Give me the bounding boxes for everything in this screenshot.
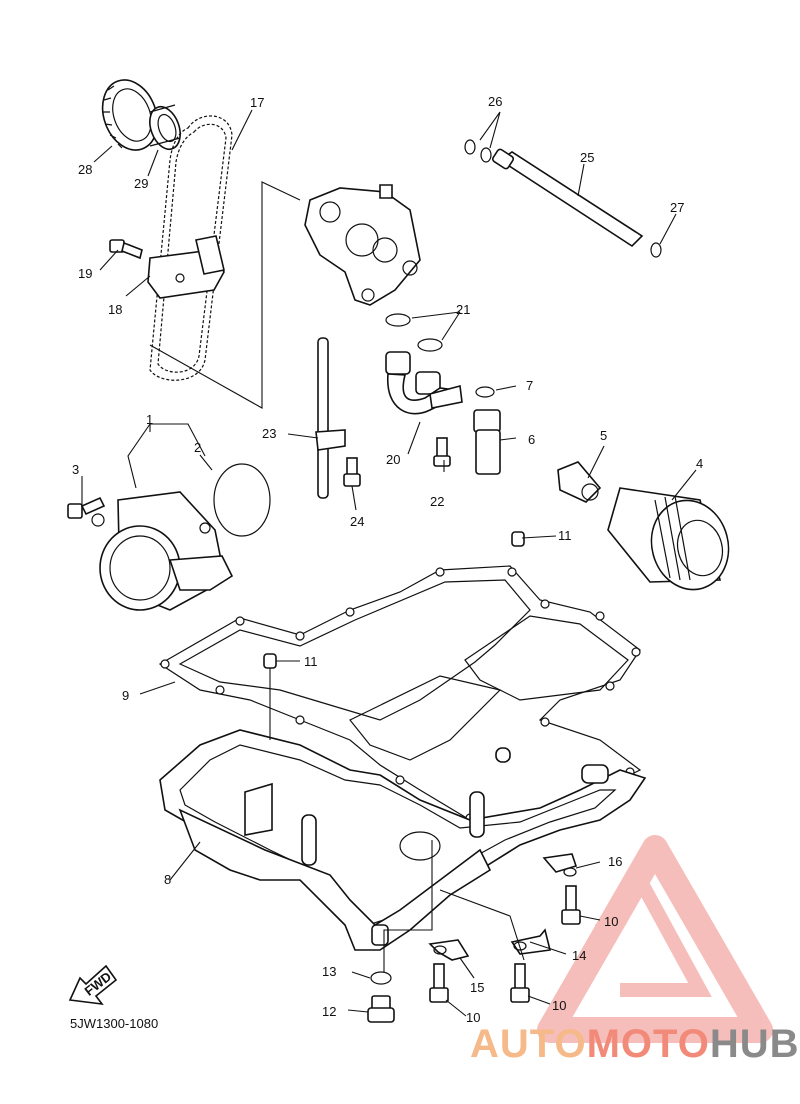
label-11b: 11 <box>304 654 318 669</box>
oil-cooler-1 <box>91 491 234 611</box>
sprocket-28 <box>101 79 159 151</box>
label-6: 6 <box>528 432 535 447</box>
gasket-13 <box>370 971 392 985</box>
gasket-2 <box>213 463 271 537</box>
bolt-19 <box>109 239 143 260</box>
label-10c: 10 <box>604 914 618 929</box>
label-4: 4 <box>696 456 703 471</box>
forward-direction-arrow-icon: FWD <box>68 964 118 1006</box>
chain-guide-18 <box>147 235 225 299</box>
label-1: 1 <box>146 412 153 427</box>
relief-valve-6 <box>473 409 501 475</box>
union-bolt-5 <box>557 461 602 503</box>
label-19: 19 <box>78 266 92 281</box>
label-24: 24 <box>350 514 364 529</box>
bearing-29 <box>149 104 181 151</box>
dowel-pin-11b <box>263 653 277 669</box>
bolt-10b <box>510 963 530 1003</box>
bolt-10a <box>429 963 449 1003</box>
bolt-22 <box>433 437 451 467</box>
label-27: 27 <box>670 200 684 215</box>
label-18: 18 <box>108 302 122 317</box>
label-14: 14 <box>572 948 586 963</box>
label-7: 7 <box>526 378 533 393</box>
label-21: 21 <box>456 302 470 317</box>
label-13: 13 <box>322 964 336 979</box>
shaft-projection-line <box>149 181 301 409</box>
label-26: 26 <box>488 94 502 109</box>
label-3: 3 <box>72 462 79 477</box>
oil-pipe-20 <box>385 351 463 415</box>
watermark-hub: HUB <box>709 1022 800 1066</box>
oil-filter-4 <box>607 487 730 591</box>
pipe-23 <box>315 337 346 499</box>
watermark-moto: MOTO <box>586 1022 710 1066</box>
label-10a: 10 <box>466 1010 480 1025</box>
label-28: 28 <box>78 162 92 177</box>
oil-pump-assembly <box>304 184 421 306</box>
o-ring-26 <box>464 139 492 163</box>
drawing-code: 5JW1300-1080 <box>70 1016 159 1031</box>
watermark-triangle-logo <box>537 835 773 1043</box>
label-25: 25 <box>580 150 594 165</box>
drain-plug-12 <box>367 995 395 1023</box>
label-11a: 11 <box>558 528 572 543</box>
chain-17 <box>149 115 233 381</box>
label-9: 9 <box>122 688 129 703</box>
label-20: 20 <box>386 452 400 467</box>
pipe-25 <box>491 148 644 248</box>
label-8: 8 <box>164 872 171 887</box>
bolt-10c <box>561 885 581 925</box>
label-22: 22 <box>430 494 444 509</box>
label-29: 29 <box>134 176 148 191</box>
o-ring-27 <box>650 242 662 258</box>
o-ring-7 <box>475 386 495 398</box>
label-12: 12 <box>322 1004 336 1019</box>
label-5: 5 <box>600 428 607 443</box>
label-23: 23 <box>262 426 276 441</box>
o-ring-21 <box>385 313 443 352</box>
oil-pan-8 <box>159 729 647 951</box>
bolt-3 <box>67 496 106 519</box>
label-15: 15 <box>470 980 484 995</box>
clamp-15 <box>428 939 470 961</box>
label-10b: 10 <box>552 998 566 1013</box>
label-16: 16 <box>608 854 622 869</box>
clamp-16 <box>542 853 578 877</box>
leader-lines <box>81 109 697 1017</box>
part-number-labels: 1 2 3 4 5 6 7 8 9 10 10 10 11 11 12 13 1… <box>72 94 703 1025</box>
label-2: 2 <box>194 440 201 455</box>
label-17: 17 <box>250 95 264 110</box>
watermark-logo-text: AUTOMOTOHUB <box>470 1022 800 1067</box>
watermark-auto: AUTO <box>470 1022 587 1066</box>
dowel-pin-11a <box>511 531 525 547</box>
bolt-24 <box>343 457 361 487</box>
